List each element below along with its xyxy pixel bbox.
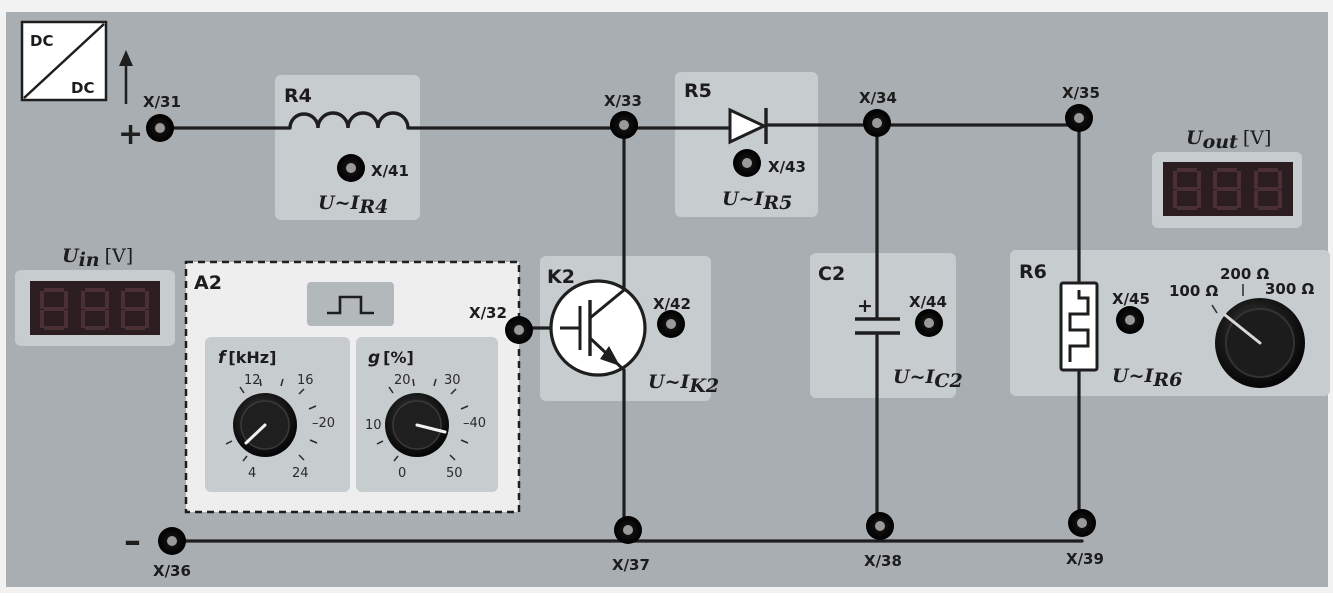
freq-tick-12: 12 [244,373,261,388]
x31-label: X/31 [143,93,181,111]
duty-tick-30: 30 [444,373,461,388]
r6-option-200: 200 Ω [1220,265,1270,283]
socket-x36[interactable] [158,527,186,555]
freq-tick-20: –20 [312,416,335,431]
r4-measure-label: U~IR4 [318,192,388,218]
k2-name: K2 [547,266,575,288]
duty-ticks [376,378,469,462]
r6-name: R6 [1019,261,1047,283]
r4-box [275,75,420,220]
freq-tick-4: 4 [248,466,256,481]
x33-label: X/33 [604,92,642,110]
dcdc-top-label: DC [30,32,53,50]
x35-label: X/35 [1062,84,1100,102]
socket-x43[interactable] [733,149,761,177]
socket-x31[interactable] [146,114,174,142]
uin-label: Uin[V] [62,245,133,271]
socket-x41[interactable] [337,154,365,182]
socket-x33[interactable] [610,111,638,139]
uout-digits [1173,168,1282,210]
x37-label: X/37 [612,556,650,574]
r6-option-100: 100 Ω [1169,282,1219,300]
plus-sign: + [118,117,143,152]
socket-x38[interactable] [866,512,894,540]
minus-sign: – [124,521,141,561]
socket-x34[interactable] [863,109,891,137]
duty-knob[interactable] [385,393,449,457]
socket-x35[interactable] [1065,104,1093,132]
dcdc-bottom-label: DC [71,79,94,97]
x44-label: X/44 [909,293,947,311]
frequency-knob[interactable] [233,393,297,457]
duty-tick-50: 50 [446,466,463,481]
socket-x42[interactable] [657,310,685,338]
socket-x32[interactable] [505,316,533,344]
x38-label: X/38 [864,552,902,570]
freq-label: f[kHz] [218,348,276,368]
r6-measure-label: U~IR6 [1112,365,1182,391]
pwm-badge [307,282,394,326]
uin-digits [40,288,149,330]
duty-tick-0: 0 [398,466,406,481]
r5-box [675,72,818,217]
inductor-icon [288,111,410,129]
x42-label: X/42 [653,295,691,313]
socket-x45[interactable] [1116,306,1144,334]
r4-name: R4 [284,85,312,107]
x32-label: X/32 [469,304,507,322]
c2-name: C2 [818,263,845,285]
x39-label: X/39 [1066,550,1104,568]
x43-label: X/43 [768,158,806,176]
square-wave-icon [327,295,374,315]
r5-measure-label: U~IR5 [722,188,792,214]
x45-label: X/45 [1112,290,1150,308]
freq-tick-16: 16 [297,373,314,388]
duty-tick-10: 10 [365,418,382,433]
duty-tick-20: 20 [394,373,411,388]
freq-tick-24: 24 [292,466,309,481]
c2-polarity: + [857,295,873,317]
socket-x39[interactable] [1068,509,1096,537]
diode-icon [728,107,768,145]
freq-ticks [225,378,318,462]
socket-x44[interactable] [915,309,943,337]
x36-label: X/36 [153,562,191,580]
r5-name: R5 [684,80,712,102]
a2-name: A2 [194,272,222,294]
r6-option-300: 300 Ω [1265,280,1315,298]
c2-measure-label: U~IC2 [893,366,963,392]
duty-tick-40: –40 [463,416,486,431]
socket-x37[interactable] [614,516,642,544]
c2-box [810,253,956,398]
uout-label: Uout[V] [1186,127,1271,153]
x41-label: X/41 [371,162,409,180]
x34-label: X/34 [859,89,897,107]
up-arrow-icon [119,50,133,66]
duty-label: g[%] [368,348,414,368]
r6-selector-knob[interactable] [1215,298,1305,388]
k2-measure-label: U~IK2 [648,371,719,397]
igbt-icon [549,279,647,377]
